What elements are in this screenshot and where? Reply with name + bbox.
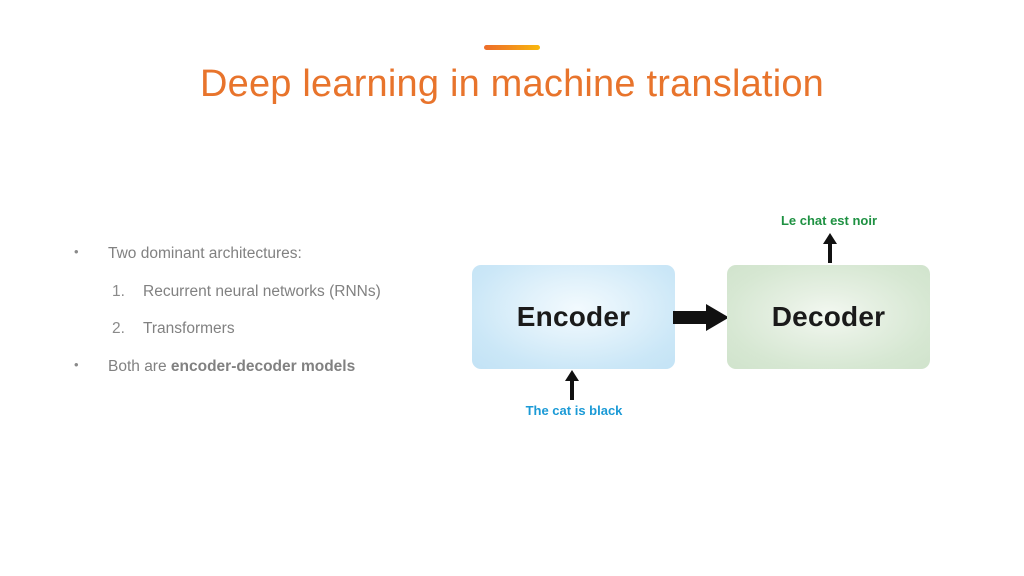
decoder-label: Decoder xyxy=(771,301,886,332)
page-title: Deep learning in machine translation xyxy=(199,63,824,105)
list-item-label: Two dominant architectures: xyxy=(108,245,302,262)
encoder-decoder-diagram: Le chat est noir Encoder Decoder The cat… xyxy=(460,200,960,435)
title-accent-bar xyxy=(484,45,540,50)
bullet-marker: • xyxy=(74,244,79,259)
encoder-box: Encoder xyxy=(472,265,675,369)
encoder-label: Encoder xyxy=(516,301,631,332)
decoder-box: Decoder xyxy=(727,265,930,369)
list-item: • Both are encoder-decoder models xyxy=(66,356,466,375)
list-item: 1. Recurrent neural networks (RNNs) xyxy=(66,282,466,300)
input-text-label: The cat is black xyxy=(525,403,623,418)
list-item-label: Transformers xyxy=(143,320,235,337)
arrow-up-icon xyxy=(564,370,580,400)
bullet-marker: • xyxy=(74,356,79,372)
list-item: • Two dominant architectures: xyxy=(66,244,466,262)
bullet-marker: 2. xyxy=(112,320,125,337)
bullet-list: • Two dominant architectures: 1. Recurre… xyxy=(66,244,466,396)
list-item-emphasis: encoder-decoder models xyxy=(170,357,356,375)
list-item-label: Both are xyxy=(108,357,171,375)
arrow-up-icon xyxy=(822,233,838,263)
list-item-label: Recurrent neural networks (RNNs) xyxy=(143,282,381,300)
bullet-marker: 1. xyxy=(112,282,125,300)
list-item: 2. Transformers xyxy=(66,321,466,337)
arrow-right-icon xyxy=(673,303,729,332)
output-text-label: Le chat est noir xyxy=(780,213,878,228)
